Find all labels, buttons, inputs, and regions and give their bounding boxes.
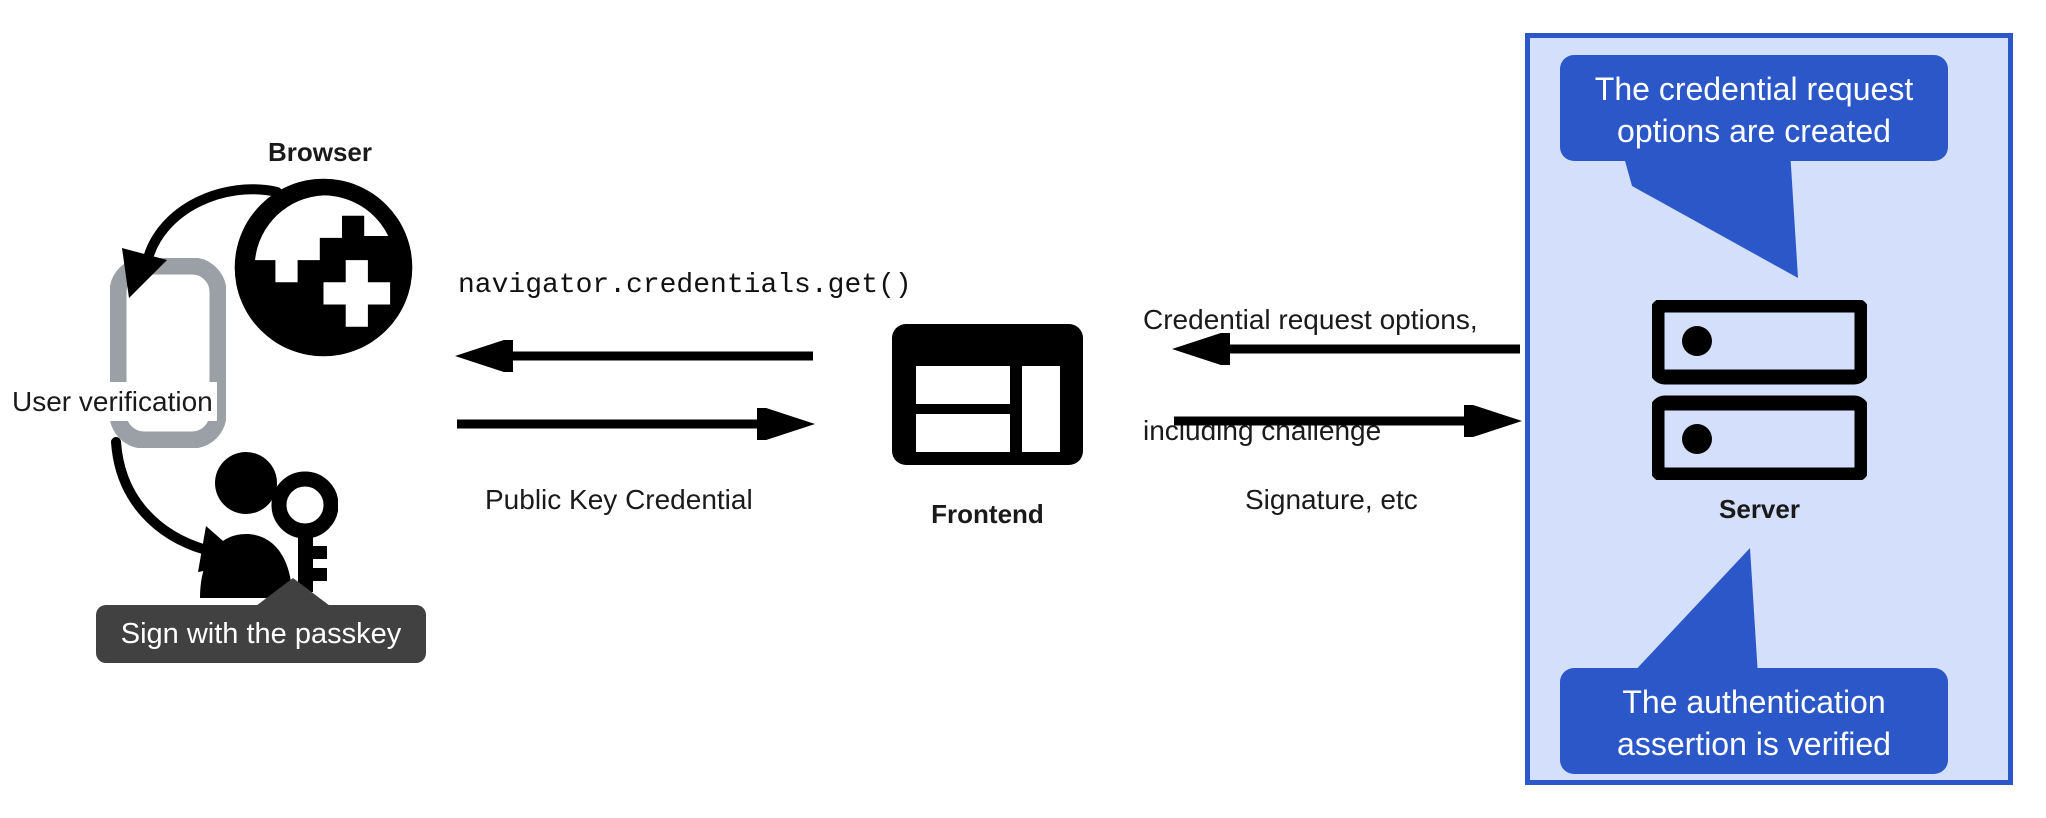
callout-bottom-pointer <box>1630 548 1758 676</box>
callout-credential-request-options: The credential request options are creat… <box>1560 55 1948 161</box>
arrow-server-to-frontend <box>1172 333 1520 365</box>
public-key-credential-label: Public Key Credential <box>485 484 753 515</box>
passkey-tooltip-pointer <box>248 578 338 612</box>
callout-authentication-assertion: The authentication assertion is verified <box>1560 668 1948 774</box>
signature-etc-label: Signature, etc <box>1245 484 1418 515</box>
navigator-credentials-get-label: navigator.credentials.get() <box>458 270 912 301</box>
dashboard-window-icon <box>892 324 1083 465</box>
arrow-browser-to-phone <box>122 184 282 298</box>
arrow-browser-to-frontend <box>457 408 815 440</box>
callout-bottom-line2: assertion is verified <box>1617 725 1891 762</box>
browser-label: Browser <box>267 137 373 167</box>
callout-bottom-line1: The authentication <box>1622 684 1886 720</box>
server-label: Server <box>1719 494 1800 524</box>
callout-top-line2: options are created <box>1617 112 1891 149</box>
callout-top-line1: The credential request <box>1594 71 1914 107</box>
person-with-key-icon <box>200 452 338 598</box>
passkey-tooltip: Sign with the passkey <box>96 605 426 663</box>
credential-request-options-label: Credential request options, including ch… <box>1143 228 1478 524</box>
user-verification-label: User verification <box>8 382 217 421</box>
frontend-label: Frontend <box>931 499 1044 529</box>
arrow-frontend-to-browser <box>455 340 813 372</box>
callout-top-pointer <box>1622 150 1798 278</box>
server-rack-icon <box>1652 300 1867 480</box>
arrow-frontend-to-server <box>1174 405 1522 437</box>
passkey-tooltip-label: Sign with the passkey <box>120 617 402 650</box>
credential-request-options-line1: Credential request options, <box>1143 303 1478 335</box>
globe-icon <box>234 178 413 357</box>
